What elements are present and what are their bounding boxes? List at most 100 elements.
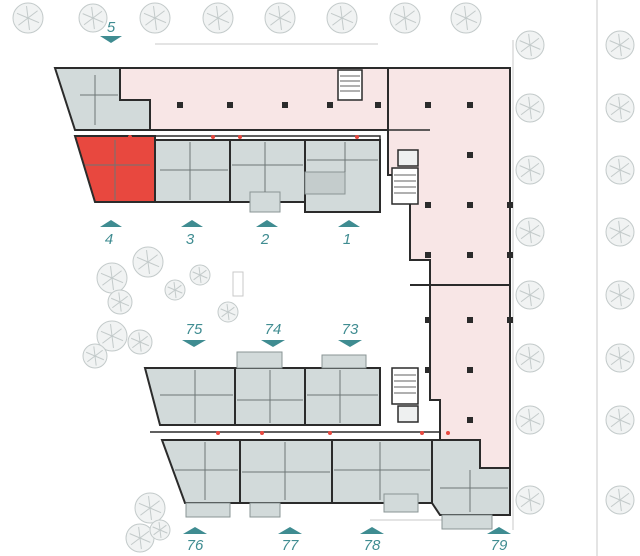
tree-branch xyxy=(619,231,631,237)
tree-branch xyxy=(94,349,103,357)
tree-branch xyxy=(119,301,130,307)
tree-branch xyxy=(619,287,630,296)
tree-branch xyxy=(609,103,621,109)
tree-branch xyxy=(139,341,142,352)
marker-74-label[interactable]: 74 xyxy=(265,321,282,338)
tree-branch xyxy=(149,500,160,509)
column-13 xyxy=(425,202,431,208)
column-18 xyxy=(507,252,513,258)
marker-79-label[interactable]: 79 xyxy=(491,537,508,554)
tree-branch xyxy=(270,17,281,26)
tree-branch xyxy=(206,12,219,19)
tree-branch xyxy=(87,355,96,363)
tree-branch xyxy=(618,346,621,359)
tree-branch xyxy=(610,44,621,53)
tree-branch xyxy=(529,294,541,300)
tree-branch xyxy=(226,303,229,313)
tree-branch xyxy=(609,495,621,501)
tree-branch xyxy=(139,341,150,347)
tree-branch xyxy=(529,107,541,113)
column-14 xyxy=(425,252,431,258)
marker-75-arrow xyxy=(182,340,206,347)
tree-branch xyxy=(341,17,354,24)
column-9 xyxy=(467,252,473,258)
tree-branch xyxy=(152,526,161,531)
marker-4-label[interactable]: 4 xyxy=(105,231,113,248)
site-lines xyxy=(155,0,598,556)
marker-76-label[interactable]: 76 xyxy=(187,537,204,554)
tree-branch xyxy=(110,297,121,303)
tree-branch xyxy=(609,415,621,421)
tree-branch xyxy=(529,169,541,175)
tree-branch xyxy=(159,529,162,539)
tree-branch xyxy=(618,488,621,501)
tree-branch xyxy=(456,17,467,26)
tree-branch xyxy=(529,44,532,57)
tree-branch xyxy=(158,521,161,531)
tree-branch xyxy=(27,17,40,24)
marker-73-arrow xyxy=(338,340,362,347)
marker-2-label[interactable]: 2 xyxy=(260,231,270,248)
marker-77-label[interactable]: 77 xyxy=(282,537,299,554)
tree-branch xyxy=(619,294,631,300)
tree-branch xyxy=(139,537,142,550)
tree-branch xyxy=(610,419,621,428)
tree-branch xyxy=(102,277,113,286)
tree-branch xyxy=(610,107,621,116)
tree-branch xyxy=(609,353,621,359)
tree-branch xyxy=(18,17,29,26)
tree-branch xyxy=(119,295,128,303)
column-11 xyxy=(467,367,473,373)
marker-78-label[interactable]: 78 xyxy=(364,537,381,554)
tree-branch xyxy=(92,10,103,19)
marker-3-label[interactable]: 3 xyxy=(186,231,195,248)
tree-branch xyxy=(610,231,621,240)
balcony-2 xyxy=(249,191,281,213)
tree-branch xyxy=(529,350,540,359)
apartment-3 xyxy=(154,139,231,203)
balcony-78 xyxy=(383,493,419,513)
tree-branch xyxy=(148,496,151,509)
column-6 xyxy=(467,102,473,108)
marker-5-arrow xyxy=(100,36,122,43)
tree-branch xyxy=(528,283,531,296)
tree-branch xyxy=(619,107,622,120)
tree-branch xyxy=(519,415,531,421)
tree-branch xyxy=(27,10,38,19)
marker-73-label[interactable]: 73 xyxy=(342,321,359,338)
marker-5-label[interactable]: 5 xyxy=(107,19,116,36)
tree-branch xyxy=(529,287,540,296)
tree-branch xyxy=(26,6,29,19)
tree-branch xyxy=(112,301,121,309)
tree-branch xyxy=(529,499,541,505)
marker-1-label[interactable]: 1 xyxy=(343,231,351,248)
tree-branch xyxy=(111,277,124,284)
tree-branch xyxy=(330,12,343,19)
tree-branch xyxy=(465,17,478,24)
marker-77-arrow xyxy=(278,527,302,534)
tree-branch xyxy=(619,224,630,233)
tree-branch xyxy=(341,17,344,30)
tree-branch xyxy=(227,311,236,316)
tree-branch xyxy=(609,165,621,171)
tree-branch xyxy=(528,346,531,359)
tree-branch xyxy=(619,419,631,425)
tree-branch xyxy=(454,12,467,19)
tree-branch xyxy=(139,537,151,543)
column-2 xyxy=(282,102,288,108)
tree-branch xyxy=(138,332,141,343)
marker-75-label[interactable]: 75 xyxy=(186,321,203,338)
tree-branch xyxy=(92,17,104,23)
apartment-5 xyxy=(53,67,151,131)
tree-branch xyxy=(119,301,122,312)
tree-branch xyxy=(217,17,220,30)
tree-branch xyxy=(83,17,94,26)
tree-branch xyxy=(173,281,176,291)
tree-branch xyxy=(520,294,531,303)
tree-branch xyxy=(619,350,630,359)
stair-treads xyxy=(340,75,416,394)
tree-branch xyxy=(520,419,531,428)
tree-branch xyxy=(138,261,149,270)
tree-branch xyxy=(519,353,531,359)
column-7 xyxy=(467,152,473,158)
